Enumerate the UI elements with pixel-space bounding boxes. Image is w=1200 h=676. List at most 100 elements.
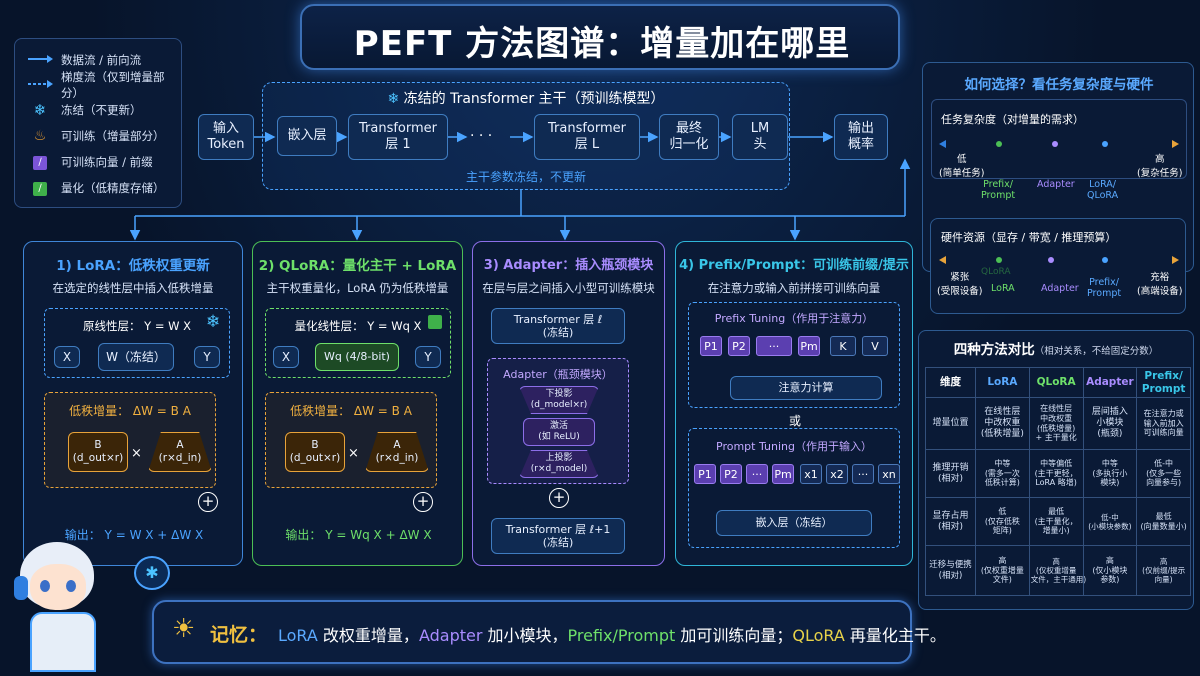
task-label: 任务复杂度（对增量的需求）: [941, 113, 1084, 126]
legend-item-trainable: ♨ 可训练（增量部分）: [27, 127, 165, 145]
memo-banner: ☀ 记忆： LoRA 改权重增量，Adapter 加小模块，Prefix/Pro…: [152, 600, 946, 664]
sum-node: +: [413, 492, 433, 512]
embedding-frozen-box: 嵌入层（冻结）: [716, 510, 872, 536]
panel-subtitle: 在层与层之间插入小型可训练模块: [482, 281, 655, 295]
linear-label: 量化线性层： Y = Wq X: [294, 319, 422, 333]
panel-title: 3) Adapter：插入瓶颈模块: [483, 258, 654, 273]
brain-icon: ✱: [134, 556, 170, 590]
panel-prefix: 4) Prefix/Prompt：可训练前缀/提示 在注意力或输入前拼接可训练向…: [675, 241, 913, 566]
legend-item-quant: ∕ 量化（低精度存储）: [27, 179, 165, 197]
table-cell: 在注意力或 输入前加入 可训练向量: [1136, 397, 1191, 450]
matrix-a: A (r×d_in): [148, 432, 212, 472]
transformer-layerL-box: Transformer 层 L: [534, 114, 640, 160]
comparison-table: 维度 LoRA QLoRA Adapter Prefix/ Prompt 增量位…: [925, 367, 1191, 596]
ellipsis: · · ·: [470, 128, 493, 144]
memo-part: 再量化主干。: [844, 626, 946, 645]
x-node: X: [54, 346, 80, 368]
comparison-subtitle: （相对关系，不给固定分数）: [1034, 346, 1159, 357]
output-formula: 输出： Y = Wq X + ΔW X: [285, 528, 432, 542]
prompt-token: ···: [746, 464, 768, 484]
page-title: PEFT 方法图谱：增量加在哪里: [353, 24, 851, 64]
mascot-eye: [66, 580, 76, 592]
input-token-box: 输入 Token: [198, 114, 254, 160]
table-cell: 低-中 (小模块参数): [1082, 497, 1138, 546]
backbone-header-label: 冻结的 Transformer 主干（预训练模型）: [403, 91, 665, 107]
table-cell: 中等偏低 (主干更轻， LoRA 略增): [1028, 449, 1084, 498]
output-formula: 输出： Y = W X + ΔW X: [64, 528, 204, 542]
up-projection: 上投影 (r×d_model): [519, 450, 599, 478]
legend-item-gradflow: 梯度流（仅到增量部分）: [27, 70, 181, 100]
wq-node: Wq (4/8-bit): [315, 343, 399, 371]
matrix-b: B (d_out×r): [68, 432, 128, 472]
mascot-body: [30, 612, 96, 672]
hardware-box: 硬件资源（显存 / 带宽 / 推理预算） 紧张 (受限设备) 充裕 (高端设备)…: [930, 218, 1186, 314]
memo-text: LoRA 改权重增量，Adapter 加小模块，Prefix/Prompt 加可…: [278, 622, 946, 646]
table-cell: 增量位置: [925, 397, 976, 450]
w-frozen-node: W（冻结）: [98, 343, 174, 371]
legend-label: 可训练（增量部分）: [61, 129, 165, 143]
legend-label: 数据流 / 前向流: [61, 53, 142, 67]
input-token: xn: [878, 464, 900, 484]
prompt-token: Pm: [772, 464, 794, 484]
hw-high: 充裕 (高端设备): [1137, 272, 1183, 297]
flame-icon: ♨: [33, 128, 47, 144]
panel-adapter: 3) Adapter：插入瓶颈模块 在层与层之间插入小型可训练模块 Transf…: [472, 241, 665, 566]
hw-low: 紧张 (受限设备): [937, 272, 983, 297]
memo-part: 加可训练向量；: [675, 626, 793, 645]
sum-node: +: [549, 488, 569, 508]
down-projection: 下投影 (d_model×r): [519, 386, 599, 414]
purple-pencil-icon: ∕: [27, 154, 53, 170]
selection-title: 如何选择？看任务复杂度与硬件: [964, 77, 1154, 93]
table-cell: 中等 (需多一次 低秩计算): [975, 449, 1030, 498]
legend-item-dataflow: 数据流 / 前向流: [27, 51, 141, 69]
panel-subtitle: 主干权重量化，LoRA 仍为低秩增量: [266, 281, 449, 295]
memo-head: 记忆：: [210, 624, 268, 646]
output-prob-box: 输出 概率: [834, 114, 888, 160]
quant-icon: [428, 315, 442, 329]
prompt-token: P2: [720, 464, 742, 484]
panel-qlora: 2) QLoRA：量化主干 + LoRA 主干权重量化，LoRA 仍为低秩增量 …: [252, 241, 463, 566]
final-norm-box: 最终 归一化: [659, 114, 719, 160]
matrix-b: B (d_out×r): [285, 432, 345, 472]
table-cell: 低 (仅存低秩 矩阵): [975, 497, 1030, 546]
input-token: x1: [800, 464, 822, 484]
header-cell: QLoRA: [1028, 367, 1084, 398]
table-cell: 在线性层 中改权重 (低秩增量): [975, 397, 1030, 450]
backbone-header: ❄ 冻结的 Transformer 主干（预训练模型）: [262, 88, 790, 108]
table-cell: 层间插入 小模块 (瓶颈): [1082, 397, 1138, 450]
header-cell: LoRA: [975, 367, 1030, 398]
panel-title: 4) Prefix/Prompt：可训练前缀/提示: [679, 258, 909, 273]
table-cell: 最低 (主干量化， 增量小): [1028, 497, 1084, 546]
v-token: V: [862, 336, 888, 356]
sum-node: +: [198, 492, 218, 512]
backbone-note: 主干参数冻结，不更新: [465, 170, 586, 184]
attention-box: 注意力计算: [730, 376, 882, 400]
times-sign: ×: [131, 446, 142, 461]
table-row: 迁移与便携 (相对) 高 (仅权重增量 文件) 高 (仅权重增量 文件，主干通用…: [925, 545, 1191, 596]
hw-point: Prefix/ Prompt: [1087, 277, 1122, 299]
table-row: 推理开销 (相对) 中等 (需多一次 低秩计算) 中等偏低 (主干更轻， LoR…: [925, 449, 1191, 498]
task-complexity-box: [931, 99, 1187, 179]
task-point: Adapter: [1037, 179, 1075, 190]
legend-label: 可训练向量 / 前缀: [61, 155, 153, 169]
memo-part: Adapter: [418, 626, 483, 645]
k-token: K: [830, 336, 856, 356]
headphone-icon: [14, 576, 28, 600]
task-point: LoRA/ QLoRA: [1087, 179, 1119, 201]
header-cell: Prefix/ Prompt: [1136, 367, 1191, 398]
table-cell: 迁移与便携 (相对): [925, 545, 976, 596]
prefix-token: P2: [728, 336, 750, 356]
snowflake-icon: ❄: [387, 91, 404, 107]
task-axis: [939, 140, 1179, 148]
prefix-frame: [688, 302, 900, 408]
mascot-face: [30, 564, 86, 610]
embedding-box: 嵌入层: [277, 116, 337, 156]
green-quant-icon: ∕: [27, 180, 53, 196]
panel-subtitle: 在选定的线性层中插入低秩增量: [52, 281, 214, 295]
table-header-row: 维度 LoRA QLoRA Adapter Prefix/ Prompt: [925, 367, 1191, 398]
legend-label: 梯度流（仅到增量部分）: [61, 70, 165, 100]
snowflake-icon: ❄: [33, 101, 47, 119]
quant-linear-frame: [265, 308, 451, 378]
memo-part: 改权重增量，: [317, 626, 419, 645]
solid-arrow-icon: [27, 53, 53, 67]
